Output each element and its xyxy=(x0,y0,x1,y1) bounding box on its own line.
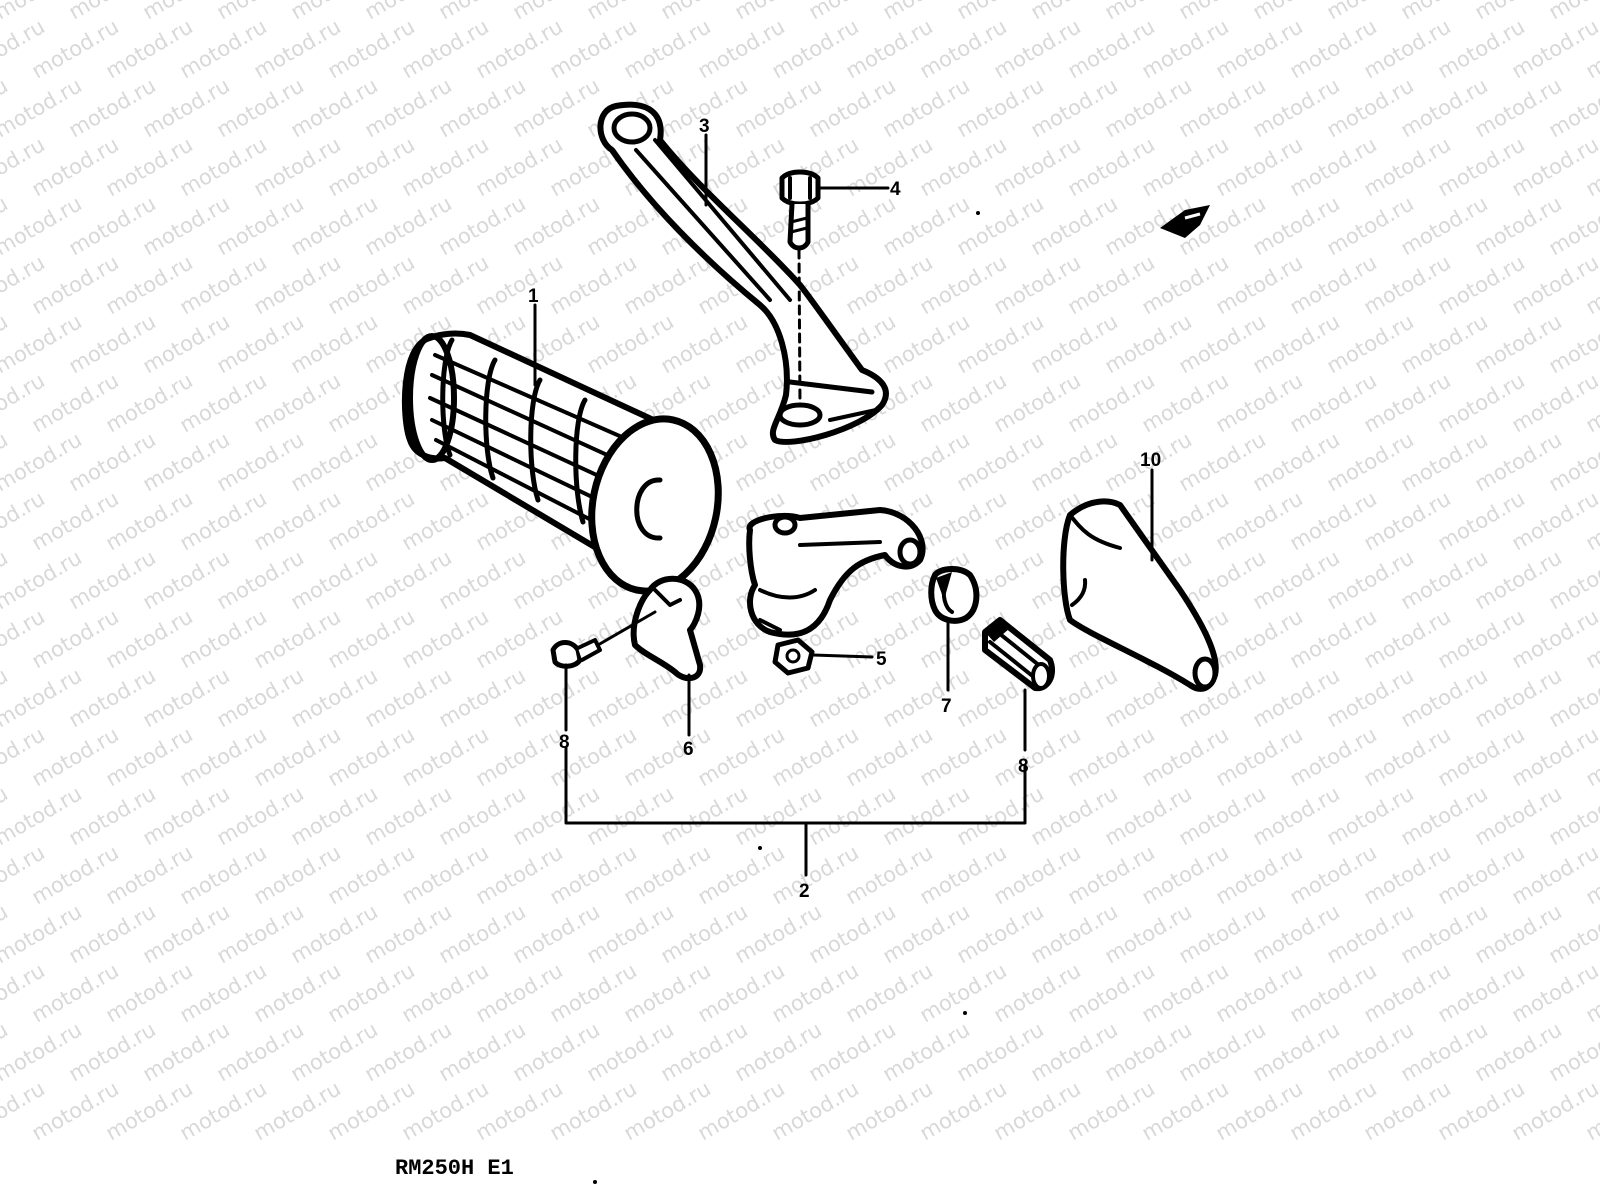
leader-5 xyxy=(811,653,874,659)
callout-1: 1 xyxy=(528,286,539,307)
perch-clamp xyxy=(630,575,704,682)
nut-5 xyxy=(772,637,815,676)
clutch-lever xyxy=(597,101,889,445)
callout-8b: 8 xyxy=(1018,756,1029,777)
model-code: RM250H E1 xyxy=(395,1156,514,1181)
callout-4: 4 xyxy=(890,179,901,200)
front-arrow-icon xyxy=(1160,205,1210,238)
callout-2: 2 xyxy=(799,881,810,902)
spacer-7 xyxy=(928,566,980,624)
callout-5: 5 xyxy=(876,649,887,670)
scan-dots xyxy=(593,211,980,1184)
callout-3: 3 xyxy=(699,116,710,137)
cable-adjuster xyxy=(982,617,1056,692)
callout-7: 7 xyxy=(941,696,952,717)
callout-8a: 8 xyxy=(559,732,570,753)
perch-cover xyxy=(1060,498,1219,692)
clamp-bolt xyxy=(550,610,657,669)
grip xyxy=(401,330,722,595)
assembly-bracket-2 xyxy=(564,746,1027,877)
callout-6: 6 xyxy=(683,739,694,760)
lever-perch xyxy=(746,507,926,638)
bolt-4 xyxy=(779,169,821,251)
callout-10: 10 xyxy=(1140,450,1161,471)
assembly-line-4 xyxy=(797,248,802,407)
